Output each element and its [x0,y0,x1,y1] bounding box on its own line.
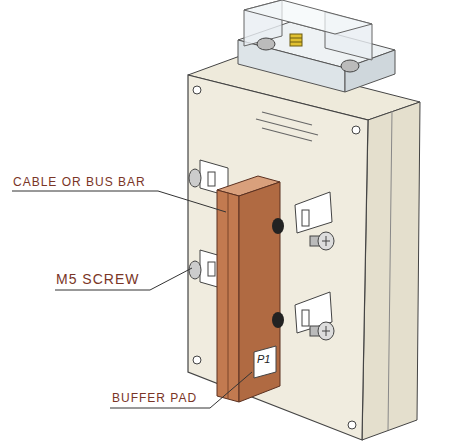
terminal-marking: P1 [257,354,270,365]
part-label: BUFFER PAD [112,392,197,404]
part-label: CABLE OR BUS BAR [13,176,146,188]
part-label: M5 SCREW [56,272,139,286]
